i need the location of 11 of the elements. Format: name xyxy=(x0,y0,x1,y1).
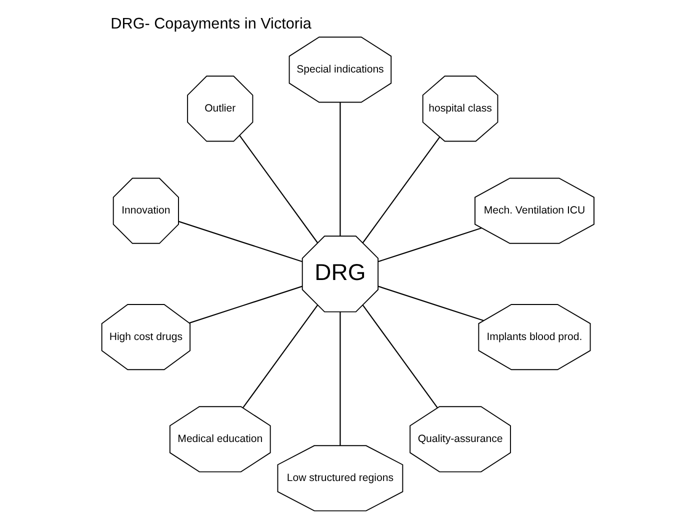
connector xyxy=(362,136,440,244)
connector xyxy=(340,102,341,236)
connector xyxy=(378,227,482,262)
diagram-title: DRG- Copayments in Victoria xyxy=(110,15,312,32)
connector xyxy=(362,304,438,408)
connector xyxy=(178,220,302,262)
connector xyxy=(340,312,341,446)
connector xyxy=(239,135,318,244)
connector xyxy=(242,304,318,408)
connector xyxy=(189,286,302,324)
connector xyxy=(378,286,484,322)
